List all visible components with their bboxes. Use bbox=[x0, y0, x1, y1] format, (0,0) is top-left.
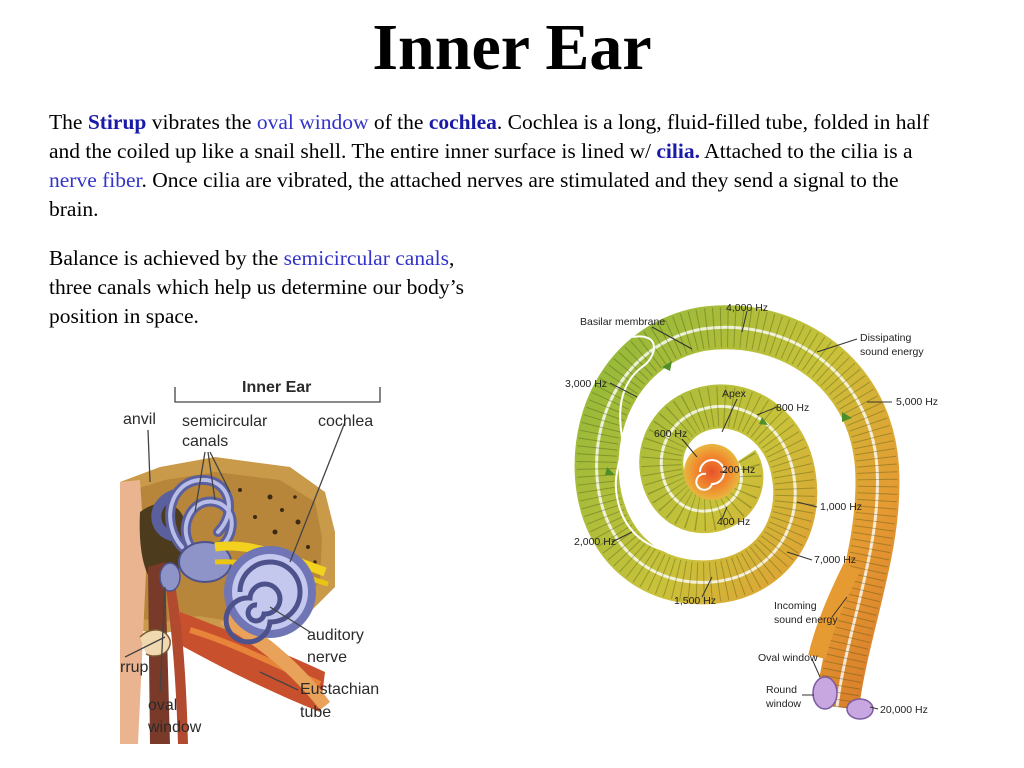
keyword-semicircular-canals: semicircular canals bbox=[283, 246, 449, 270]
label-dissipating: Dissipating bbox=[860, 332, 912, 344]
text-run: Attached to the cilia is a bbox=[699, 139, 913, 163]
label-oval-window: Oval window bbox=[758, 652, 818, 664]
label-round: Round bbox=[766, 684, 797, 696]
cochlea-frequency-diagram: Basilar membrane 4,000 Hz Dissipating so… bbox=[562, 297, 942, 720]
text-run: . Once cilia are vibrated, the attached … bbox=[49, 168, 899, 221]
label-apex: Apex bbox=[722, 388, 747, 400]
label-basilar-membrane: Basilar membrane bbox=[580, 316, 665, 328]
label-semicircular: semicircular bbox=[182, 413, 268, 430]
balance-paragraph: Balance is achieved by the semicircular … bbox=[49, 244, 479, 331]
keyword-oval-window: oval window bbox=[256, 110, 369, 134]
label-1500hz: 1,500 Hz bbox=[674, 595, 716, 607]
keyword-cilia: cilia. bbox=[656, 139, 700, 163]
label-auditory: auditory bbox=[307, 627, 364, 644]
label-canals: canals bbox=[182, 433, 228, 450]
label-tube: tube bbox=[300, 704, 331, 721]
label-window: window bbox=[147, 719, 202, 736]
label-20000hz: 20,000 Hz bbox=[880, 704, 928, 716]
label-eustachian: Eustachian bbox=[300, 681, 379, 698]
label-oval: oval bbox=[148, 697, 177, 714]
cochlea-paragraph: The Stirup vibrates the oval window of t… bbox=[49, 108, 949, 224]
label-400hz: 400 Hz bbox=[717, 516, 750, 528]
text-run: The bbox=[49, 110, 88, 134]
label-incoming: Incoming bbox=[774, 600, 817, 612]
label-7000hz: 7,000 Hz bbox=[814, 554, 856, 566]
text-run: Balance is achieved by the bbox=[49, 246, 284, 270]
label-sound-energy-out: sound energy bbox=[860, 346, 924, 358]
inner-ear-illustration: Inner Ear anvil semicircular canals coch… bbox=[120, 372, 420, 744]
label-anvil: anvil bbox=[123, 411, 156, 428]
keyword-stirup: Stirup bbox=[87, 110, 147, 134]
slide-title: Inner Ear bbox=[372, 11, 652, 84]
label-600hz: 600 Hz bbox=[654, 428, 687, 440]
label-nerve: nerve bbox=[307, 649, 347, 666]
label-cochlea: cochlea bbox=[318, 413, 373, 430]
label-4000hz: 4,000 Hz bbox=[726, 302, 768, 314]
label-5000hz: 5,000 Hz bbox=[896, 396, 938, 408]
text-run: vibrates the bbox=[146, 110, 257, 134]
label-200hz: 200 Hz bbox=[722, 464, 755, 476]
label-round-window: window bbox=[765, 698, 801, 710]
label-3000hz: 3,000 Hz bbox=[565, 378, 607, 390]
text-run: of the bbox=[368, 110, 429, 134]
ear-heading: Inner Ear bbox=[242, 379, 311, 396]
label-stirrup: rrup bbox=[120, 659, 149, 676]
label-800hz: 800 Hz bbox=[776, 402, 809, 414]
keyword-nerve-fiber: nerve fiber bbox=[49, 168, 142, 192]
text-run: . Cochlea is a long, fluid-filled tube, … bbox=[49, 110, 930, 163]
label-1000hz: 1,000 Hz bbox=[820, 501, 862, 513]
label-2000hz: 2,000 Hz bbox=[574, 536, 616, 548]
text-run: , three canals which help us determine o… bbox=[49, 246, 464, 328]
label-sound-energy-in: sound energy bbox=[774, 614, 838, 626]
keyword-cochlea: cochlea bbox=[428, 110, 497, 134]
